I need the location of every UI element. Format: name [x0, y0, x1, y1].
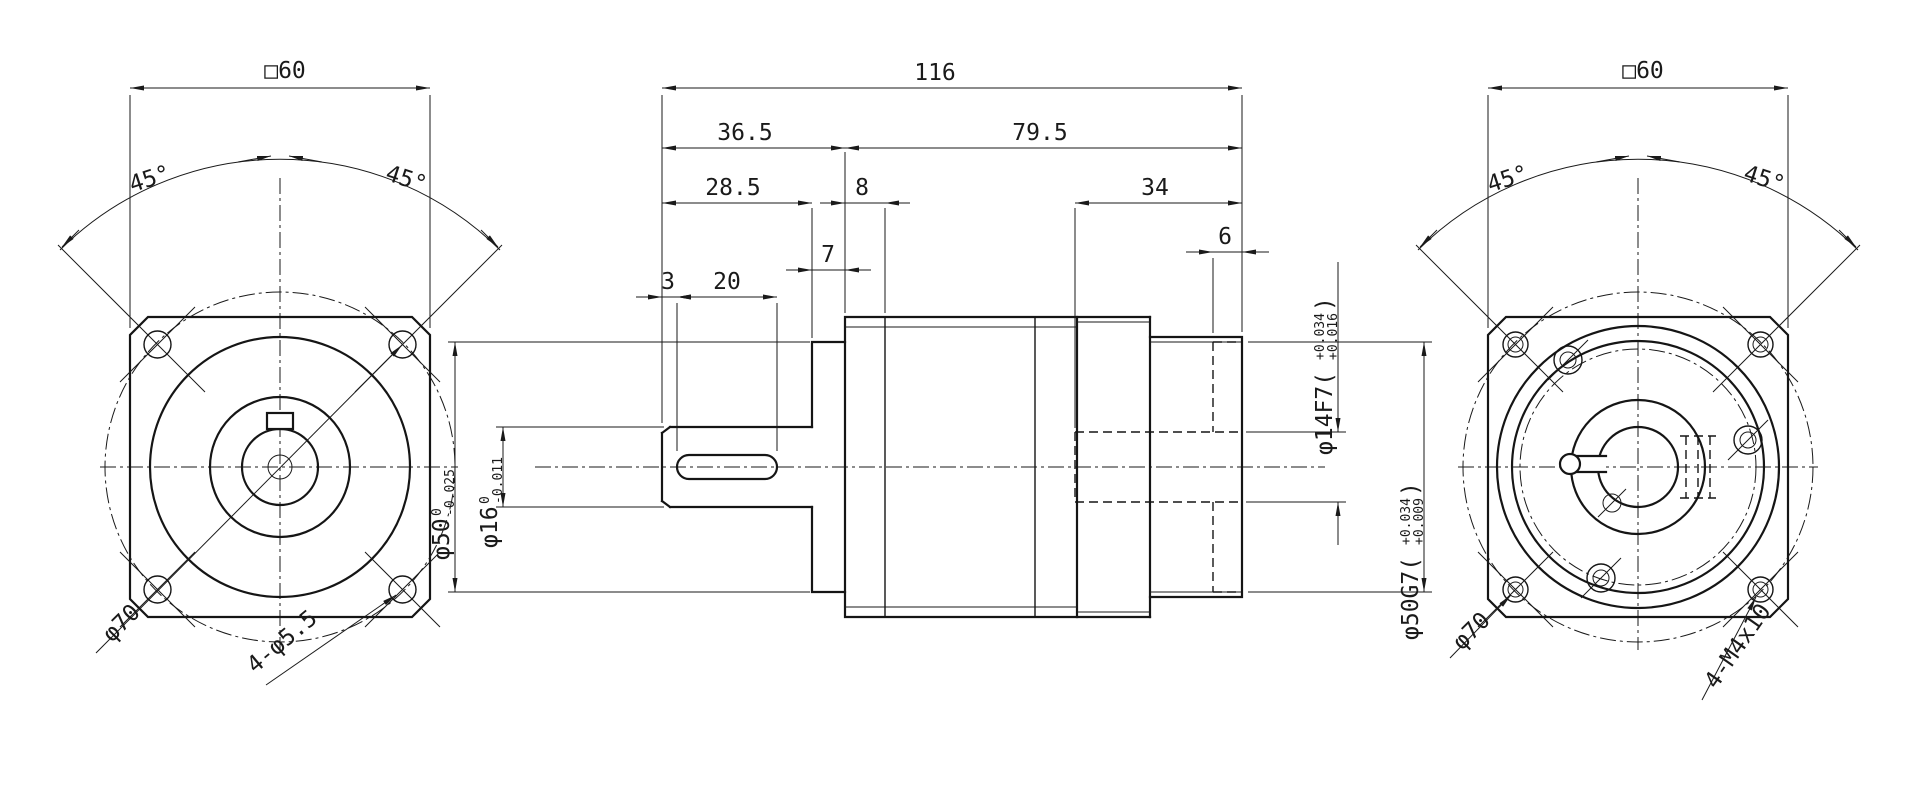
spigot-bore-upper-tol: +0.034	[1399, 498, 1414, 545]
front-corner-hole	[143, 575, 172, 604]
pilot-dia-upper-tol: 0	[430, 508, 445, 516]
dim-total: 116	[914, 60, 956, 86]
side-output-shaft	[660, 425, 814, 509]
pilot-dia-lower-tol: -0.025	[443, 469, 458, 516]
front-flange-outline	[128, 315, 432, 619]
front-hole-centermarks	[57, 244, 503, 628]
rear-clamp-screw-centermark	[1597, 488, 1627, 518]
side-pilot-collar	[810, 340, 847, 594]
dim-flange-thickness: 8	[855, 175, 869, 201]
side-motor-bore-dimension: φ14F7( +0.034 +0.016 )	[1246, 262, 1346, 545]
side-view: 116 36.5 79.5 28.5 8 34 6 7 3 20 φ50 0 -…	[429, 60, 1432, 640]
front-bearing-circle	[208, 395, 352, 539]
rear-bolt-circle-callout: φ70	[1448, 594, 1512, 659]
motor-bore-label: φ14F7(	[1312, 372, 1338, 455]
rear-clamp-slot	[1558, 452, 1608, 476]
rear-boss-circle	[1495, 324, 1781, 610]
front-angle-left-label: 45°	[126, 161, 174, 199]
shaft-dia-lower-tol: -0.011	[491, 457, 506, 504]
motor-bore-lower-tol: +0.016	[1326, 313, 1341, 360]
dim-keyway-length: 20	[713, 269, 741, 295]
rear-spigot-circle	[1510, 339, 1766, 595]
side-housing	[843, 315, 1244, 619]
side-dimensions: 116 36.5 79.5 28.5 8 34 6 7 3 20	[636, 60, 1269, 300]
rear-angle-right-label: 45°	[1740, 161, 1788, 199]
rear-size-dimension: □60	[1487, 58, 1789, 328]
dim-keyway-offset: 3	[661, 269, 675, 295]
dim-collar-thickness: 7	[821, 242, 835, 268]
dim-motor-pocket-depth: 34	[1141, 175, 1169, 201]
front-size-label: □60	[264, 58, 306, 84]
front-corner-hole	[388, 575, 417, 604]
rear-carrier-screws	[1547, 339, 1769, 599]
front-size-dimension: □60	[129, 58, 431, 328]
rear-holes-label: 4-M4x10	[1700, 599, 1777, 693]
rear-screw-circle	[1519, 348, 1757, 586]
front-bolt-circle-callout: φ70	[95, 344, 403, 654]
spigot-bore-label: φ50G7(	[1398, 557, 1424, 640]
rear-angle-left-label: 45°	[1484, 161, 1532, 199]
front-corner-hole	[143, 330, 172, 359]
side-extension-lines	[661, 95, 1243, 451]
spigot-bore-paren: )	[1398, 482, 1424, 496]
front-center-hole	[267, 454, 293, 480]
rear-view: □60 45° 45° φ70 4-M4x10	[1415, 58, 1861, 701]
side-spigot-bore-dimension: φ50G7( +0.034 +0.009 )	[1248, 341, 1432, 640]
dim-shaft-length: 28.5	[705, 175, 760, 201]
pilot-dia-label: φ50	[429, 518, 455, 560]
front-keyway	[265, 411, 295, 431]
rear-bolt-circle-label: φ70	[1448, 607, 1496, 655]
rear-clamp-screw-hole	[1602, 493, 1622, 513]
motor-bore-upper-tol: +0.034	[1313, 313, 1328, 360]
dim-front-section: 36.5	[717, 120, 772, 146]
rear-hole-centermarks	[1415, 244, 1861, 628]
rear-corner-holes	[1502, 331, 1774, 603]
rear-flange-outline	[1486, 315, 1790, 619]
front-boss-circle	[148, 335, 412, 599]
spigot-bore-lower-tol: +0.009	[1412, 498, 1427, 545]
motor-bore-paren: )	[1312, 297, 1338, 311]
rear-bolt-circle	[1462, 291, 1814, 643]
front-view: □60 45° 45° φ70 4-φ5.5	[57, 58, 503, 686]
rear-hidden-key-detail	[1680, 435, 1716, 499]
dim-spigot-depth: 6	[1218, 224, 1232, 250]
side-keyway-slot	[675, 453, 779, 481]
side-motor-pocket-hidden	[1074, 341, 1242, 593]
shaft-dia-label: φ16	[477, 506, 503, 548]
front-angle-right-label: 45°	[382, 161, 430, 199]
shaft-dia-upper-tol: 0	[478, 496, 493, 504]
front-holes-callout: 4-φ5.5	[242, 594, 397, 686]
dim-rear-section: 79.5	[1012, 120, 1067, 146]
front-corner-hole	[388, 330, 417, 359]
rear-size-label: □60	[1622, 58, 1664, 84]
side-pilot-dia-dimension: φ50 0 -0.025	[429, 341, 810, 593]
side-shaft-dia-dimension: φ16 0 -0.011	[477, 426, 664, 548]
